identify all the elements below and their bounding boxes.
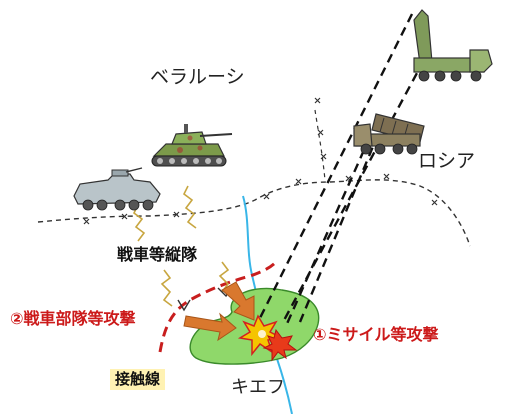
label-belarus: ベラルーシ [150, 66, 245, 88]
missile-trajectory-icon [256, 13, 426, 327]
attack-arrow-icon [183, 281, 255, 342]
apc-icon [73, 167, 161, 211]
tank-column-tracks [132, 185, 230, 307]
label-contact-line: 接触線 [110, 369, 166, 390]
label-missile-attack: ①ミサイル等攻撃 [313, 325, 439, 344]
rocket-launcher-icon [353, 113, 425, 155]
label-tank-attack: ②戦車部隊等攻撃 [10, 309, 136, 328]
label-kyiv: キエフ [231, 377, 285, 398]
label-russia: ロシア [418, 150, 476, 172]
explosion-icon [237, 314, 298, 362]
border-line [37, 97, 471, 247]
label-tank-column: 戦車等縦隊 [117, 245, 198, 264]
tank-icon [151, 124, 233, 167]
launcher-truck-icon [413, 9, 493, 82]
